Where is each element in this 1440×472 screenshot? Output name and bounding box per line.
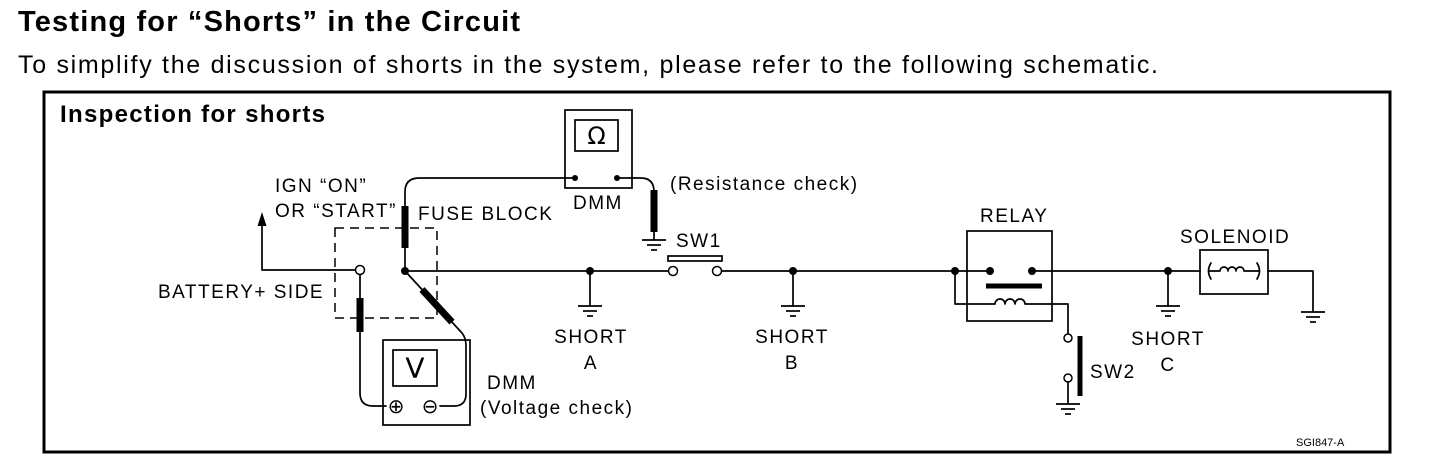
ground-symbol-ohmmeter <box>641 239 667 251</box>
volt-icon: V <box>405 352 424 385</box>
voltage-check-label: (Voltage check) <box>480 398 633 419</box>
solenoid-ground-wire <box>1267 270 1314 313</box>
short-point-b: SHORT B <box>755 267 829 374</box>
up-arrow-icon <box>257 212 267 226</box>
ohmmeter-label: DMM <box>573 193 623 214</box>
sw2-contact-top <box>1063 333 1073 343</box>
relay-label: RELAY <box>980 206 1048 227</box>
relay-coil-circuit <box>954 270 1069 335</box>
sw1-contact-right <box>711 265 723 277</box>
ohmmeter-dmm: Ω DMM (Resistance check) <box>401 109 859 272</box>
sw1-actuator <box>667 255 723 262</box>
sw2-label: SW2 <box>1090 362 1136 383</box>
switch-sw1: SW1 <box>667 231 723 277</box>
negative-terminal-icon: ⊖ <box>422 394 439 418</box>
sw1-label: SW1 <box>676 231 722 252</box>
short-point-a: SHORT A <box>554 267 628 374</box>
ignition-feed: IGN “ON” OR “START” <box>257 176 397 271</box>
figure-code: SGI847-A <box>1296 437 1345 449</box>
switch-sw2: SW2 <box>1055 333 1136 415</box>
voltmeter-label: DMM <box>487 373 537 394</box>
solenoid-housing <box>1199 249 1269 295</box>
voltmeter-body <box>382 339 471 426</box>
ground-symbol-short-a <box>577 305 603 317</box>
relay-contact-right <box>1028 267 1036 275</box>
fuse-block-label: FUSE BLOCK <box>418 204 553 225</box>
voltmeter-lead-positive <box>359 273 387 407</box>
ohmmeter-body <box>564 109 633 189</box>
voltmeter-lead-negative <box>404 270 467 407</box>
short-a-label: SHORT <box>554 327 628 348</box>
ground-symbol-short-b <box>780 305 806 317</box>
voltmeter-probe-negative <box>419 287 455 325</box>
relay-contact-left <box>986 267 994 275</box>
fuse-block-outline <box>334 227 438 319</box>
resistance-check-label: (Resistance check) <box>670 174 859 195</box>
solenoid-coil-icon <box>1208 266 1260 272</box>
solenoid: SOLENOID <box>1180 227 1326 323</box>
solenoid-label: SOLENOID <box>1180 227 1290 248</box>
ground-symbol-short-c <box>1155 305 1181 317</box>
ohmmeter-display <box>574 119 619 152</box>
ignition-feed-wire <box>261 223 357 271</box>
relay-housing <box>966 230 1053 322</box>
short-a-letter: A <box>584 353 598 374</box>
ground-symbol-solenoid <box>1300 311 1326 323</box>
voltmeter-display <box>392 349 438 387</box>
ignition-label-line2: OR “START” <box>275 201 397 222</box>
voltmeter-dmm: V ⊕ ⊖ DMM (Voltage check) <box>356 270 633 426</box>
page-title: Testing for “Shorts” in the Circuit <box>18 6 520 38</box>
short-point-c: SHORT C <box>1131 267 1205 376</box>
battery-side-label: BATTERY+ SIDE <box>158 282 324 303</box>
sw1-contact-left <box>667 265 679 277</box>
positive-terminal-icon: ⊕ <box>388 394 405 418</box>
relay: RELAY <box>951 206 1069 335</box>
ohmmeter-lead-left <box>404 177 576 272</box>
ohm-icon: Ω <box>587 122 605 150</box>
panel-title: Inspection for shorts <box>60 101 325 128</box>
sw2-contact-bottom <box>1063 373 1073 383</box>
ignition-label-line1: IGN “ON” <box>275 176 367 197</box>
short-c-letter: C <box>1160 355 1175 376</box>
battery-terminal <box>354 264 366 276</box>
page-subtitle: To simplify the discussion of shorts in … <box>18 51 1158 79</box>
ground-symbol-sw2 <box>1055 403 1081 415</box>
short-b-letter: B <box>785 353 799 374</box>
short-c-label: SHORT <box>1131 329 1205 350</box>
diagram-frame <box>42 90 1392 454</box>
short-b-label: SHORT <box>755 327 829 348</box>
